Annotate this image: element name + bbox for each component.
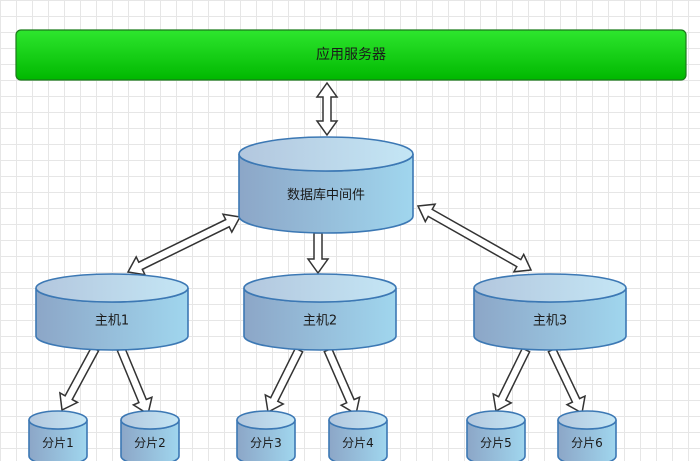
arrow-middleware-host1 [126,213,242,276]
connector-arrows [58,81,586,416]
shard-node-6-label: 分片6 [571,436,603,450]
shard-node-1: 分片1 [28,410,88,461]
shard-node-3: 分片3 [236,410,296,461]
arrow-host3-shard5 [492,347,531,413]
arrow-host3-shard6 [547,347,586,415]
shard-node-2-label: 分片2 [134,436,166,450]
app-server-label: 应用服务器 [316,46,386,63]
middleware-node: 数据库中间件 [238,136,414,234]
shard-node-2: 分片2 [120,410,180,461]
arrow-host1-shard1 [58,346,100,412]
arrow-app-middleware [315,81,339,137]
arrow-host2-shard4 [323,347,361,416]
shard-node-6: 分片6 [557,410,617,461]
host-node-2-label: 主机2 [303,313,337,328]
middleware-node-label: 数据库中间件 [287,187,365,203]
shard-node-3-label: 分片3 [250,436,282,450]
shard-node-4: 分片4 [328,410,388,461]
host-node-1-label: 主机1 [95,313,129,328]
shard-node-5-label: 分片5 [480,436,512,450]
shard-node-4-label: 分片4 [342,436,374,450]
arrow-host2-shard3 [264,347,304,414]
host-node-1: 主机1 [35,273,189,351]
shard-node-5: 分片5 [466,410,526,461]
app-server-node: 应用服务器 [15,29,687,81]
arrow-middleware-host2 [306,232,330,275]
host-node-2: 主机2 [243,273,397,351]
host-node-3-label: 主机3 [533,313,567,328]
arrow-middleware-host3 [416,203,533,273]
shard-node-1-label: 分片1 [42,436,74,450]
arrow-host1-shard2 [116,346,153,416]
host-node-3: 主机3 [473,273,627,351]
